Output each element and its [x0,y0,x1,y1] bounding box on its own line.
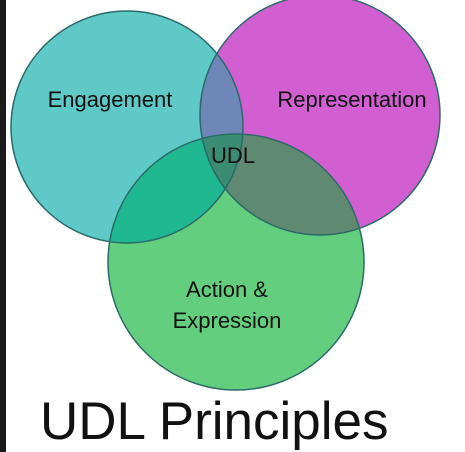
action-outline [107,133,365,391]
representation-outline [199,0,441,236]
action-label-line-1: Action & [186,277,268,302]
engagement-action-overlap [108,134,243,243]
engagement-label: Engagement [48,87,173,112]
engagement-outline [10,10,244,244]
action-label-line-2: Expression [173,308,282,333]
representation-action-overlap [200,134,364,235]
representation-label: Representation [277,87,426,112]
left-border-bar [0,0,6,452]
page-title: UDL Principles [40,392,389,451]
udl-center-label: UDL [211,143,255,168]
